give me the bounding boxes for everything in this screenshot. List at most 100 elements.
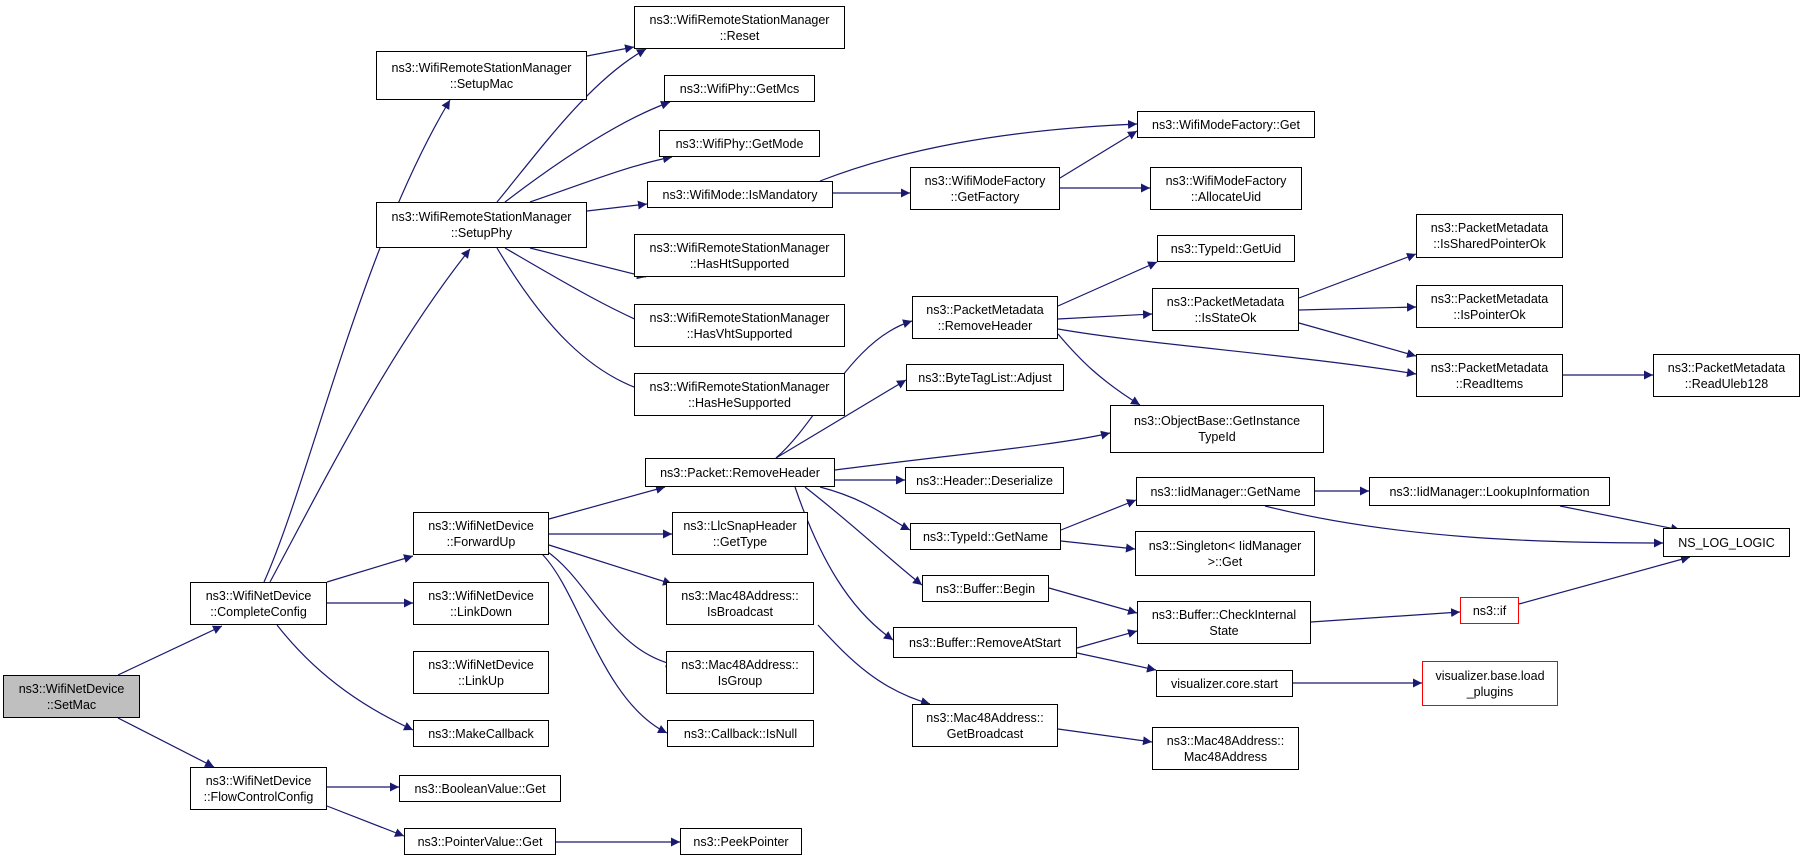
node-is-mandatory[interactable]: ns3::WifiMode::IsMandatory	[647, 181, 833, 208]
node-buffer-remove-at-start[interactable]: ns3::Buffer::RemoveAtStart	[893, 627, 1077, 658]
node-get-instance-typeid[interactable]: ns3::ObjectBase::GetInstance TypeId	[1110, 405, 1324, 453]
node-reset[interactable]: ns3::WifiRemoteStationManager ::Reset	[634, 6, 845, 49]
node-read-uleb128[interactable]: ns3::PacketMetadata ::ReadUleb128	[1653, 354, 1800, 397]
node-has-ht-supported[interactable]: ns3::WifiRemoteStationManager ::HasHtSup…	[634, 234, 845, 277]
node-llc-get-type[interactable]: ns3::LlcSnapHeader ::GetType	[672, 512, 808, 555]
node-label: ns3::WifiNetDevice	[205, 588, 312, 603]
node-has-vht-supported[interactable]: ns3::WifiRemoteStationManager ::HasVhtSu…	[634, 304, 845, 347]
node-label: ns3::Packet::RemoveHeader	[660, 465, 820, 480]
node-label: ns3::PacketMetadata	[1430, 221, 1549, 235]
node-set-mac: ns3::WifiNetDevice ::SetMac	[3, 675, 140, 718]
call-edge	[1310, 608, 1461, 623]
node-check-internal-state[interactable]: ns3::Buffer::CheckInternal State	[1137, 601, 1311, 644]
node-get-mode[interactable]: ns3::WifiPhy::GetMode	[659, 130, 820, 157]
node-flow-control-config[interactable]: ns3::WifiNetDevice ::FlowControlConfig	[190, 767, 327, 810]
node-label: ns3::TypeId::GetName	[922, 529, 1049, 544]
node-setup-phy[interactable]: ns3::WifiRemoteStationManager ::SetupPhy	[376, 202, 587, 248]
node-label: ::RemoveHeader	[937, 318, 1033, 333]
call-edge	[1298, 252, 1417, 299]
node-byte-tag-list-adjust[interactable]: ns3::ByteTagList::Adjust	[906, 364, 1064, 391]
node-complete-config[interactable]: ns3::WifiNetDevice ::CompleteConfig	[190, 582, 327, 625]
node-ns3-if[interactable]: ns3::if	[1460, 597, 1519, 624]
node-label: ns3::IidManager::GetName	[1150, 484, 1301, 499]
node-label: ::LinkDown	[450, 604, 512, 619]
node-header-deserialize[interactable]: ns3::Header::Deserialize	[905, 467, 1064, 494]
node-label: ns3::WifiModeFactory	[924, 173, 1046, 188]
node-link-down[interactable]: ns3::WifiNetDevice ::LinkDown	[413, 582, 549, 625]
node-label: visualizer.base.load	[1435, 668, 1545, 683]
node-is-group[interactable]: ns3::Mac48Address:: IsGroup	[666, 651, 814, 694]
node-is-state-ok[interactable]: ns3::PacketMetadata ::IsStateOk	[1152, 288, 1299, 331]
call-edge	[263, 99, 451, 583]
node-buffer-begin[interactable]: ns3::Buffer::Begin	[922, 575, 1049, 602]
node-label: ns3::WifiRemoteStationManager	[649, 240, 830, 255]
node-ns-log-logic[interactable]: NS_LOG_LOGIC	[1663, 528, 1790, 557]
node-get-mcs[interactable]: ns3::WifiPhy::GetMcs	[664, 75, 815, 102]
node-singleton-get[interactable]: ns3::Singleton< IidManager >::Get	[1135, 531, 1315, 576]
node-visualizer-core-start[interactable]: visualizer.core.start	[1156, 670, 1293, 697]
node-lookup-information[interactable]: ns3::IidManager::LookupInformation	[1369, 477, 1610, 506]
call-edge	[586, 200, 648, 212]
node-label: ns3::PointerValue::Get	[417, 834, 543, 849]
node-pm-remove-header[interactable]: ns3::PacketMetadata ::RemoveHeader	[912, 296, 1058, 339]
call-edge	[539, 551, 668, 734]
node-pointer-value-get[interactable]: ns3::PointerValue::Get	[404, 828, 556, 855]
call-edge	[529, 154, 673, 203]
node-label: ::GetFactory	[950, 189, 1020, 204]
call-edge	[326, 554, 414, 583]
node-wmf-get-factory[interactable]: ns3::WifiModeFactory ::GetFactory	[910, 167, 1060, 210]
node-label: _plugins	[1466, 684, 1514, 699]
node-is-null[interactable]: ns3::Callback::IsNull	[667, 720, 814, 747]
node-label: ns3::WifiPhy::GetMcs	[679, 81, 800, 96]
node-is-pointer-ok[interactable]: ns3::PacketMetadata ::IsPointerOk	[1416, 285, 1563, 328]
node-label: ::IsPointerOk	[1453, 307, 1526, 322]
node-label: ns3::Buffer::CheckInternal	[1151, 607, 1297, 622]
node-wmf-get[interactable]: ns3::WifiModeFactory::Get	[1137, 111, 1315, 138]
node-visualizer-load-plugins[interactable]: visualizer.base.load _plugins	[1422, 661, 1558, 706]
node-mac48-address[interactable]: ns3::Mac48Address:: Mac48Address	[1152, 727, 1299, 770]
node-has-he-supported[interactable]: ns3::WifiRemoteStationManager ::HasHeSup…	[634, 373, 845, 416]
call-edge	[326, 805, 405, 837]
node-boolean-value-get[interactable]: ns3::BooleanValue::Get	[399, 775, 561, 802]
node-label: ns3::WifiNetDevice	[428, 657, 534, 672]
node-link-up[interactable]: ns3::WifiNetDevice ::LinkUp	[413, 651, 549, 694]
node-label: ns3::PeekPointer	[693, 834, 789, 849]
node-label: Mac48Address	[1183, 749, 1268, 764]
node-typeid-get-uid[interactable]: ns3::TypeId::GetUid	[1157, 235, 1295, 262]
node-forward-up[interactable]: ns3::WifiNetDevice ::ForwardUp	[413, 512, 549, 555]
node-read-items[interactable]: ns3::PacketMetadata ::ReadItems	[1416, 354, 1563, 397]
node-label: ::HasVhtSupported	[686, 326, 793, 341]
node-is-broadcast[interactable]: ns3::Mac48Address:: IsBroadcast	[666, 582, 814, 625]
node-is-shared-pointer-ok[interactable]: ns3::PacketMetadata ::IsSharedPointerOk	[1416, 214, 1563, 258]
node-label: ns3::WifiNetDevice	[428, 588, 534, 603]
node-label: ns3::WifiMode::IsMandatory	[662, 187, 818, 202]
node-typeid-get-name[interactable]: ns3::TypeId::GetName	[910, 523, 1061, 550]
node-wmf-allocate-uid[interactable]: ns3::WifiModeFactory ::AllocateUid	[1150, 167, 1302, 210]
node-label: ::Reset	[719, 28, 760, 43]
node-label: ::CompleteConfig	[210, 604, 307, 619]
node-label: ::IsSharedPointerOk	[1433, 237, 1546, 251]
node-label: ns3::MakeCallback	[428, 726, 534, 741]
node-iid-get-name[interactable]: ns3::IidManager::GetName	[1136, 477, 1315, 506]
node-setup-mac[interactable]: ns3::WifiRemoteStationManager ::SetupMac	[376, 51, 587, 100]
node-make-callback[interactable]: ns3::MakeCallback	[413, 720, 549, 747]
node-label: ns3::WifiRemoteStationManager	[649, 310, 830, 325]
node-label: ::HasHtSupported	[689, 256, 790, 271]
node-label: ::IsStateOk	[1194, 310, 1257, 325]
node-peek-pointer[interactable]: ns3::PeekPointer	[680, 828, 802, 855]
call-edge	[1057, 328, 1417, 377]
node-label: GetBroadcast	[946, 726, 1024, 741]
call-edge	[834, 430, 1111, 471]
node-label: State	[1209, 623, 1239, 638]
call-edge	[1059, 130, 1138, 179]
call-edge	[1057, 728, 1153, 746]
call-edge	[1057, 261, 1158, 307]
call-edge	[586, 44, 635, 57]
node-label: ::SetupMac	[449, 76, 514, 91]
call-edge	[548, 485, 666, 520]
node-label: IsGroup	[717, 673, 763, 688]
node-packet-remove-header[interactable]: ns3::Packet::RemoveHeader	[645, 458, 835, 487]
node-get-broadcast[interactable]: ns3::Mac48Address:: GetBroadcast	[912, 704, 1058, 747]
